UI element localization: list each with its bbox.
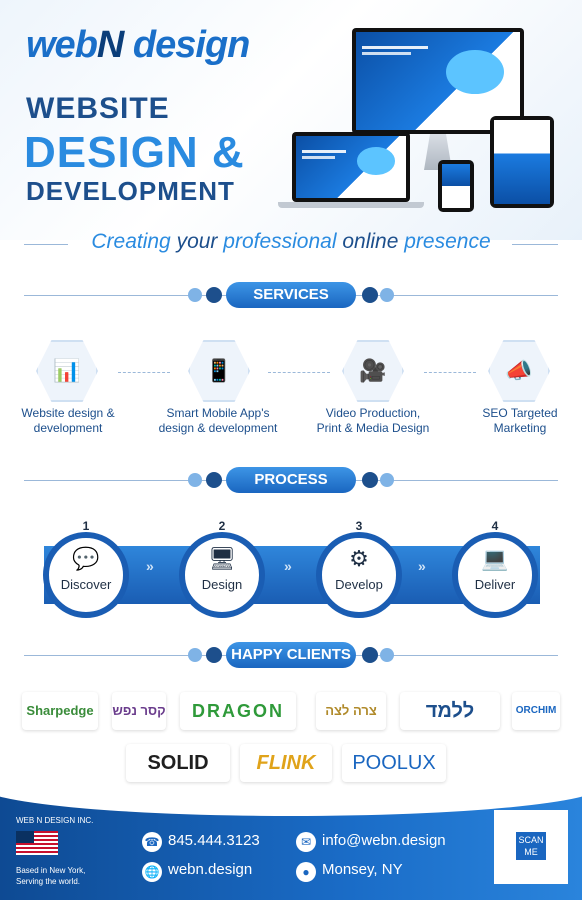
- service-label-2[interactable]: Smart Mobile App's design & development: [158, 406, 278, 435]
- tagline-part: professional: [223, 230, 343, 253]
- clients-dot: [206, 647, 222, 663]
- tagline: Creating your professional online presen…: [0, 230, 582, 254]
- headline-website: WEBSITE: [26, 92, 170, 125]
- website-link[interactable]: webn.design: [168, 861, 253, 878]
- process-label: Develop: [335, 577, 383, 592]
- us-flag-icon: [16, 831, 58, 855]
- tagline-part: online: [342, 230, 405, 253]
- brand-logo[interactable]: webN design: [26, 24, 250, 67]
- desktop-mockup: [352, 28, 524, 134]
- services-dot: [206, 287, 222, 303]
- headline-design: DESIGN &: [24, 128, 245, 177]
- chart-monitor-icon: 📊: [53, 358, 81, 383]
- video-camera-icon: 🎥: [359, 358, 387, 383]
- globe-icon: 🌐: [142, 862, 162, 882]
- clients-dot: [380, 648, 394, 662]
- service-hex-3: [342, 340, 404, 402]
- address-text: Monsey, NY: [322, 861, 403, 878]
- email-link[interactable]: info@webn.design: [322, 832, 446, 849]
- logo-design-text: design: [123, 24, 250, 66]
- logo-web-text: web: [26, 24, 98, 66]
- process-step-design[interactable]: [179, 532, 265, 618]
- laptop-base: [278, 202, 424, 208]
- client-logo-solid[interactable]: SOLID: [126, 744, 230, 782]
- services-connector: [118, 372, 170, 373]
- client-logo-tzedaka[interactable]: צרה לצה: [316, 692, 386, 730]
- service-label-4[interactable]: SEO Targeted Marketing: [482, 406, 558, 435]
- process-arrow: »: [284, 558, 292, 574]
- client-logo-sharpedge[interactable]: Sharpedge: [22, 692, 98, 730]
- process-step-develop[interactable]: [316, 532, 402, 618]
- company-name: WEB N DESIGN INC.: [16, 816, 94, 825]
- client-name: קסר נפש: [112, 703, 166, 718]
- tablet-mockup: [490, 116, 554, 208]
- chat-bubble-icon: 💬: [72, 546, 100, 571]
- services-heading: SERVICES: [226, 282, 356, 308]
- tagline-rule-right: [512, 244, 558, 245]
- client-name: SOLID: [147, 752, 209, 774]
- phone-number[interactable]: 845.444.3123: [168, 832, 260, 849]
- services-connector: [268, 372, 330, 373]
- process-heading: PROCESS: [226, 467, 356, 493]
- services-dot: [188, 288, 202, 302]
- process-dot: [206, 472, 222, 488]
- client-logo-orchim[interactable]: ORCHIM: [512, 692, 560, 730]
- client-logo-lelamed[interactable]: ללמד: [400, 692, 500, 730]
- services-dot: [380, 288, 394, 302]
- phone-mockup: [438, 160, 474, 212]
- service-label-3[interactable]: Video Production, Print & Media Design: [316, 406, 430, 435]
- devices-icon: 💻: [481, 546, 509, 571]
- headline-development: DEVELOPMENT: [26, 176, 235, 206]
- mobile-gear-icon: 📱: [205, 358, 233, 383]
- clients-dot: [362, 647, 378, 663]
- client-logo-flink[interactable]: FLINK: [240, 744, 332, 782]
- process-step-discover[interactable]: [43, 532, 129, 618]
- client-logo-poolux[interactable]: POOLUX: [342, 744, 446, 782]
- client-name: FLINK: [256, 752, 316, 774]
- megaphone-target-icon: 📣: [505, 358, 533, 383]
- client-logo-dragon[interactable]: DRAGON: [180, 692, 296, 730]
- clients-dot: [188, 648, 202, 662]
- process-label: Discover: [60, 577, 112, 592]
- process-dot: [380, 473, 394, 487]
- process-label: Design: [201, 577, 243, 592]
- process-arrow: »: [418, 558, 426, 574]
- process-dot: [188, 473, 202, 487]
- clients-heading: HAPPY CLIENTS: [226, 642, 356, 668]
- tagline-part: your: [176, 230, 224, 253]
- monitor-brush-icon: 🖥: [208, 546, 236, 571]
- phone-icon: ☎: [142, 832, 162, 852]
- services-dot: [362, 287, 378, 303]
- process-label: Deliver: [474, 577, 516, 592]
- client-name: DRAGON: [192, 701, 284, 721]
- client-name: ORCHIM: [515, 705, 557, 716]
- qr-scan-label: SCAN ME: [516, 832, 546, 860]
- tagline-part: Creating: [91, 230, 177, 253]
- client-logo-kesser[interactable]: קסר נפש: [112, 692, 166, 730]
- location-pin-icon: ●: [296, 862, 316, 882]
- gear-target-icon: ⚙: [349, 546, 369, 571]
- service-hex-2: [188, 340, 250, 402]
- logo-n-text: N: [96, 24, 124, 66]
- process-arrow: »: [146, 558, 154, 574]
- client-name: POOLUX: [352, 752, 436, 774]
- location-line-1: Based in New York,: [16, 866, 86, 875]
- process-step-number: 1: [82, 519, 90, 533]
- services-connector: [424, 372, 476, 373]
- process-step-deliver[interactable]: [452, 532, 538, 618]
- service-hex-1: [36, 340, 98, 402]
- process-dot: [362, 472, 378, 488]
- client-name: צרה לצה: [325, 703, 377, 718]
- location-line-2: Serving the world.: [16, 877, 81, 886]
- service-label-1[interactable]: Website design & development: [21, 406, 115, 435]
- tagline-rule-left: [24, 244, 68, 245]
- process-step-number: 2: [218, 519, 226, 533]
- client-name: ללמד: [425, 700, 475, 722]
- process-step-number: 4: [491, 519, 499, 533]
- email-icon: ✉: [296, 832, 316, 852]
- client-name: Sharpedge: [26, 703, 94, 718]
- laptop-mockup: [292, 132, 410, 202]
- process-step-number: 3: [355, 519, 363, 533]
- tagline-part: presence: [404, 230, 491, 253]
